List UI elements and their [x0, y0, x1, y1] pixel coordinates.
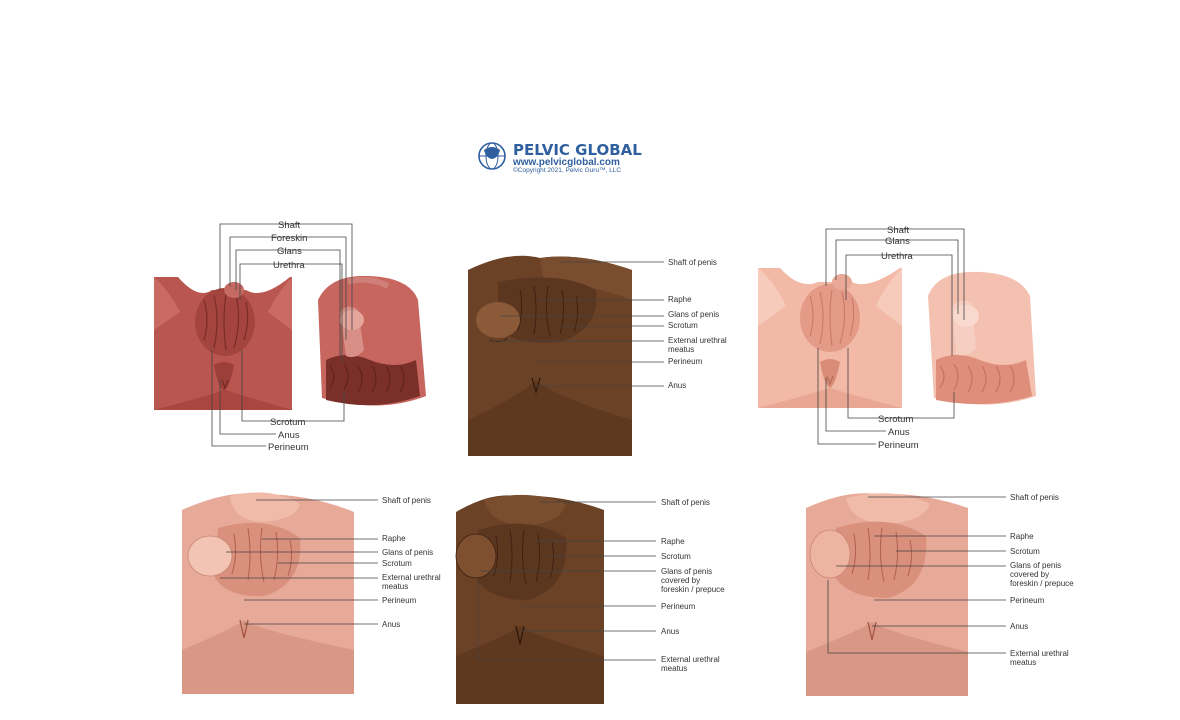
- label-shaft: Shaft: [278, 220, 301, 231]
- label-meatus: meatus: [382, 582, 408, 591]
- panel5-leader-lines: [477, 501, 656, 661]
- label-perineum: Perineum: [878, 440, 919, 451]
- label-anus: Anus: [888, 427, 910, 438]
- label-perineum: Perineum: [382, 596, 417, 605]
- pelvic-global-logo: PELVIC GLOBAL www.pelvicglobal.com ©Copy…: [478, 141, 642, 174]
- logo-url: www.pelvicglobal.com: [512, 157, 620, 168]
- label-raphe: Raphe: [668, 295, 692, 304]
- label-scrotum: Scrotum: [668, 321, 698, 330]
- label-foreskin-prepuce: foreskin / prepuce: [661, 585, 725, 594]
- brown-frontal-illustration: [468, 255, 632, 456]
- panel-brown-uncircumcised: Shaft of penis Raphe Scrotum Glans of pe…: [455, 494, 725, 704]
- logo-title: PELVIC GLOBAL: [513, 141, 642, 159]
- label-glans: Glans: [277, 246, 302, 257]
- panel-pink-uncircumcised: Shaft of penis Raphe Scrotum Glans of pe…: [806, 493, 1074, 696]
- globe-pelvis-icon: [478, 142, 506, 170]
- panel4-leader-lines: [220, 499, 378, 625]
- panel-light-pink-two-view: Shaft Glans Urethra Scrotum Anus Perineu…: [758, 225, 1036, 451]
- label-urethra: Urethra: [881, 251, 913, 262]
- label-external-urethral: External urethral: [661, 655, 720, 664]
- label-external-urethral: External urethral: [1010, 649, 1069, 658]
- label-meatus: meatus: [668, 345, 694, 354]
- label-anus: Anus: [661, 627, 679, 636]
- label-meatus: meatus: [661, 664, 687, 673]
- label-scrotum: Scrotum: [270, 417, 305, 428]
- label-raphe: Raphe: [661, 537, 685, 546]
- pink-circumcised-illustration: [182, 492, 354, 694]
- label-anus: Anus: [668, 381, 686, 390]
- label-glans-of-penis: Glans of penis: [382, 548, 433, 557]
- label-anus: Anus: [382, 620, 400, 629]
- label-external-urethral: External urethral: [668, 336, 727, 345]
- panel1-leader-lines: [211, 223, 353, 447]
- panel-dark-pink-two-view: Shaft Foreskin Glans Urethra Scrotum Anu…: [154, 220, 426, 453]
- label-perineum: Perineum: [268, 442, 309, 453]
- logo-copyright: ©Copyright 2021, Pelvic Guru™, LLC: [513, 166, 621, 174]
- label-shaft: Shaft: [887, 225, 910, 236]
- label-perineum: Perineum: [668, 357, 703, 366]
- label-foreskin: Foreskin: [271, 233, 307, 244]
- panel-pink-circumcised: Shaft of penis Raphe Glans of penis Scro…: [182, 492, 441, 694]
- label-glans-of-penis: Glans of penis: [661, 567, 712, 576]
- panel3-leader-lines: [817, 228, 965, 445]
- label-shaft-of-penis: Shaft of penis: [382, 496, 431, 505]
- label-meatus: meatus: [1010, 658, 1036, 667]
- label-anus: Anus: [278, 430, 300, 441]
- panel6-leader-lines: [827, 496, 1006, 654]
- label-scrotum: Scrotum: [1010, 547, 1040, 556]
- label-scrotum: Scrotum: [661, 552, 691, 561]
- label-glans-of-penis: Glans of penis: [1010, 561, 1061, 570]
- label-covered-by: covered by: [661, 576, 700, 585]
- panel-brown-frontal: Shaft of penis Raphe Glans of penis Scro…: [468, 255, 727, 456]
- label-raphe: Raphe: [382, 534, 406, 543]
- light-pink-frontal-illustration: [758, 268, 902, 408]
- dark-pink-frontal-illustration: [154, 277, 292, 410]
- label-scrotum: Scrotum: [382, 559, 412, 568]
- label-shaft-of-penis: Shaft of penis: [668, 258, 717, 267]
- label-anus: Anus: [1010, 622, 1028, 631]
- label-glans: Glans: [885, 236, 910, 247]
- label-scrotum: Scrotum: [878, 414, 913, 425]
- label-shaft-of-penis: Shaft of penis: [1010, 493, 1059, 502]
- dark-pink-profile-illustration: [318, 275, 426, 406]
- label-external-urethral: External urethral: [382, 573, 441, 582]
- panel2-leader-lines: [490, 261, 664, 387]
- label-raphe: Raphe: [1010, 532, 1034, 541]
- label-perineum: Perineum: [1010, 596, 1045, 605]
- pink-uncircumcised-illustration: [806, 493, 968, 696]
- brown-uncircumcised-illustration: [455, 494, 604, 704]
- label-glans-of-penis: Glans of penis: [668, 310, 719, 319]
- label-covered-by: covered by: [1010, 570, 1049, 579]
- label-perineum: Perineum: [661, 602, 696, 611]
- label-urethra: Urethra: [273, 260, 305, 271]
- label-shaft-of-penis: Shaft of penis: [661, 498, 710, 507]
- label-foreskin-prepuce: foreskin / prepuce: [1010, 579, 1074, 588]
- light-pink-profile-illustration: [928, 271, 1036, 405]
